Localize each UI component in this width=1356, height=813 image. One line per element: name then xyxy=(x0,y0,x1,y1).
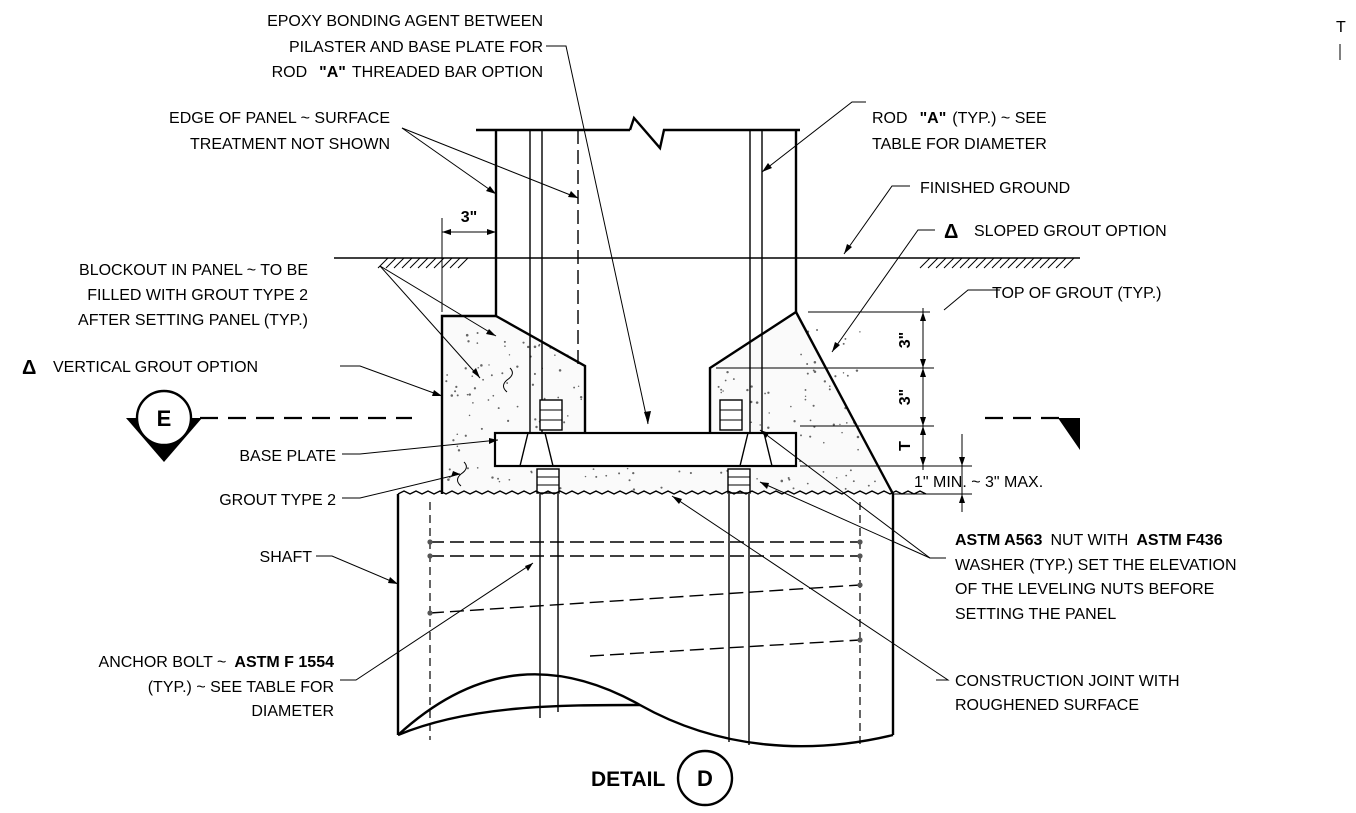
section-marker: E xyxy=(126,389,202,462)
dim-3in-horiz: 3" xyxy=(441,209,496,312)
label-rod-a: ROD "A" (TYP.) ~ SEE TABLE FOR DIAMETER xyxy=(872,110,1047,153)
label-rod-a-typ: (TYP.) ~ SEE xyxy=(952,110,1046,127)
label-epoxy-rod: ROD xyxy=(272,64,308,81)
label-anchor-bolt-line2: (TYP.) ~ SEE TABLE FOR xyxy=(148,679,334,696)
label-vertical-grout-delta: Δ xyxy=(22,357,36,379)
label-top-of-grout: TOP OF GROUT (TYP.) xyxy=(992,285,1162,302)
label-construction-joint-line1: CONSTRUCTION JOINT WITH xyxy=(955,673,1180,690)
dim-vertical: 3" 3" T xyxy=(716,308,972,512)
label-epoxy-rest: THREADED BAR OPTION xyxy=(352,64,543,81)
label-astm-nut-line1: ASTM A563 NUT WITH ASTM F436 xyxy=(955,532,1223,549)
base-plate-shape xyxy=(493,431,798,468)
label-sloped-grout-delta: Δ xyxy=(944,221,958,243)
dim-t-text: T xyxy=(897,441,914,451)
label-astm-nut-line2: WASHER (TYP.) SET THE ELEVATION xyxy=(955,557,1237,574)
label-edge-panel-line1: EDGE OF PANEL ~ SURFACE xyxy=(169,110,390,127)
label-construction-joint: CONSTRUCTION JOINT WITH ROUGHENED SURFAC… xyxy=(955,673,1180,714)
dim-3in-lower-text: 3" xyxy=(897,389,914,405)
label-edge-panel-line2: TREATMENT NOT SHOWN xyxy=(190,136,390,153)
dim-3in-horiz-text: 3" xyxy=(461,209,477,226)
label-epoxy-line2: PILASTER AND BASE PLATE FOR xyxy=(289,39,543,56)
label-construction-joint-line2: ROUGHENED SURFACE xyxy=(955,697,1139,714)
label-anchor-bolt-line1: ANCHOR BOLT ~ ASTM F 1554 xyxy=(99,654,335,671)
label-base-plate: BASE PLATE xyxy=(239,448,336,465)
label-vertical-grout: Δ VERTICAL GROUT OPTION xyxy=(22,357,258,379)
label-shaft: SHAFT xyxy=(260,549,313,566)
label-astm-f436: ASTM F436 xyxy=(1136,532,1222,549)
label-min-max: 1" MIN. ~ 3" MAX. xyxy=(914,474,1043,491)
detail-title: DETAIL D xyxy=(591,749,734,807)
label-edge-panel: EDGE OF PANEL ~ SURFACE TREATMENT NOT SH… xyxy=(169,110,390,153)
label-blockout-line2: FILLED WITH GROUT TYPE 2 xyxy=(87,287,308,304)
section-marker-letter: E xyxy=(157,406,172,431)
nuts xyxy=(536,399,751,494)
label-astm-nut-line4: SETTING THE PANEL xyxy=(955,606,1116,623)
label-vertical-grout-text: VERTICAL GROUT OPTION xyxy=(53,359,258,376)
leaders xyxy=(316,45,1000,681)
label-astm-a563: ASTM A563 xyxy=(955,532,1043,549)
label-blockout: BLOCKOUT IN PANEL ~ TO BE FILLED WITH GR… xyxy=(78,262,308,329)
edge-cropped-text: T xyxy=(1336,19,1346,36)
label-blockout-line3: AFTER SETTING PANEL (TYP.) xyxy=(78,312,308,329)
grout-fill xyxy=(442,312,893,494)
finished-ground xyxy=(334,257,1080,269)
panel xyxy=(476,115,800,433)
detail-title-letter: D xyxy=(697,766,713,791)
label-epoxy: EPOXY BONDING AGENT BETWEEN PILASTER AND… xyxy=(267,13,543,81)
label-anchor-bolt: ANCHOR BOLT ~ ASTM F 1554 (TYP.) ~ SEE TA… xyxy=(99,654,335,720)
label-rod-a-line2: TABLE FOR DIAMETER xyxy=(872,136,1047,153)
grout-stipple xyxy=(445,329,876,491)
label-finished-ground: FINISHED GROUND xyxy=(920,180,1070,197)
label-blockout-line1: BLOCKOUT IN PANEL ~ TO BE xyxy=(79,262,308,279)
label-epoxy-line3: ROD "A" THREADED BAR OPTION xyxy=(272,64,543,81)
construction-joint-line xyxy=(397,490,927,495)
label-astm-nut-line3: OF THE LEVELING NUTS BEFORE xyxy=(955,581,1214,598)
detail-title-prefix: DETAIL xyxy=(591,768,665,791)
label-anchor-bolt-prefix: ANCHOR BOLT ~ xyxy=(99,654,227,671)
label-sloped-grout-text: SLOPED GROUT OPTION xyxy=(974,223,1167,240)
label-sloped-grout: Δ SLOPED GROUT OPTION xyxy=(944,221,1167,243)
label-astm-nut-with: NUT WITH xyxy=(1050,532,1128,549)
section-cut-line xyxy=(200,416,1080,450)
label-anchor-bolt-spec: ASTM F 1554 xyxy=(234,654,334,671)
label-anchor-bolt-line3: DIAMETER xyxy=(251,703,334,720)
label-epoxy-line1: EPOXY BONDING AGENT BETWEEN xyxy=(267,13,543,30)
shaft-shape xyxy=(396,494,895,748)
label-grout-type2: GROUT TYPE 2 xyxy=(219,492,336,509)
label-epoxy-a: "A" xyxy=(319,64,346,81)
dim-3in-upper-text: 3" xyxy=(897,332,914,348)
label-rod-a-rod: ROD xyxy=(872,110,908,127)
label-rod-a-line1: ROD "A" (TYP.) ~ SEE xyxy=(872,110,1047,127)
label-rod-a-a: "A" xyxy=(920,110,947,127)
label-astm-nut: ASTM A563 NUT WITH ASTM F436 WASHER (TYP.)… xyxy=(955,532,1237,623)
grout-outline xyxy=(440,310,895,495)
